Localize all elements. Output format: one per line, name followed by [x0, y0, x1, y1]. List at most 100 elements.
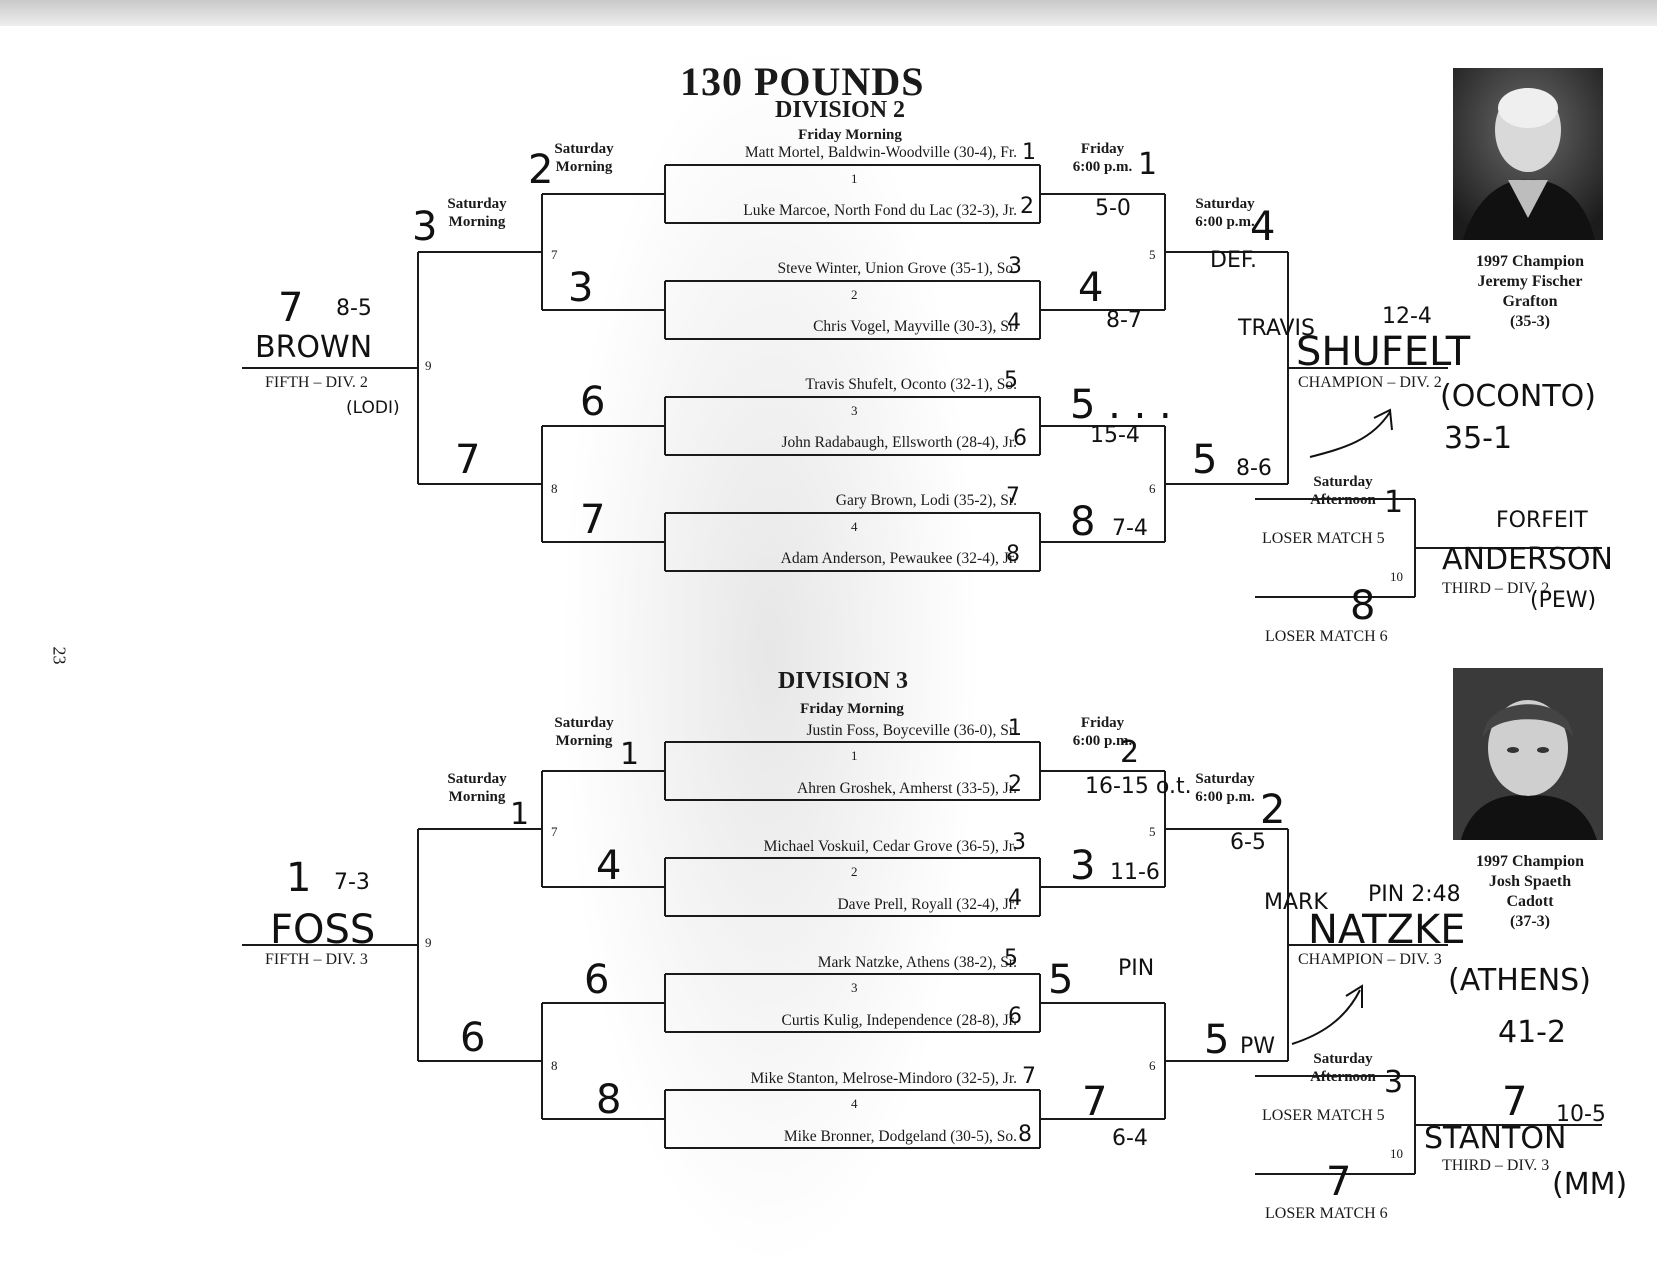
hw-champ-score: PIN 2:48 — [1368, 882, 1461, 907]
loser-match-6-label: LOSER MATCH 6 — [1265, 628, 1388, 645]
hw-champ-name: NATZKE — [1308, 907, 1466, 953]
hw-score: PIN — [1118, 956, 1155, 981]
match-number: 1 — [851, 748, 858, 763]
entrant-3: Michael Voskuil, Cedar Grove (36-5), Jr. — [763, 838, 1017, 855]
hw-sat-aft: 1 — [1384, 485, 1404, 520]
hw-third-result: FORFEIT — [1496, 508, 1588, 533]
hw-semi-score: DEF. — [1210, 248, 1257, 273]
hw-seed: 6 — [1013, 426, 1027, 451]
division-title: DIVISION 2 — [775, 97, 906, 123]
match-number: 5 — [1149, 824, 1156, 839]
entrant-5: Travis Shufelt, Oconto (32-1), So. — [805, 376, 1017, 393]
hw-seed: 3 — [1012, 830, 1026, 855]
hw-winner: 8 — [596, 1077, 622, 1123]
hw-seed: 5 — [1004, 368, 1018, 393]
match-number: 6 — [1149, 1058, 1156, 1073]
hw-winner: 7 — [580, 497, 606, 543]
entrant-7: Gary Brown, Lodi (35-2), Sr. — [835, 492, 1017, 509]
hw-fifth-school: (LODI) — [346, 398, 400, 418]
entrant-1: Justin Foss, Boyceville (36-0), Sr. — [806, 722, 1017, 739]
fifth-place-label: FIFTH – DIV. 2 — [265, 374, 368, 391]
hw-seed: 8 — [1018, 1122, 1032, 1147]
match-number: 7 — [551, 824, 558, 839]
match-number: 3 — [851, 980, 858, 995]
loser-match-6-label: LOSER MATCH 6 — [1265, 1205, 1388, 1222]
hw-third-winner: 7 — [1502, 1079, 1528, 1125]
entrant-5: Mark Natzke, Athens (38-2), Sr. — [817, 954, 1017, 971]
friday-morning-header: Friday Morning — [800, 701, 904, 717]
hw-seed: 2 — [1008, 772, 1022, 797]
third-place-label: THIRD – DIV. 3 — [1442, 1157, 1550, 1174]
match-number: 4 — [851, 1096, 858, 1111]
hw-third-name: STANTON — [1424, 1121, 1567, 1156]
champion-1997-photo — [1453, 68, 1603, 240]
hw-semi-score: 6-5 — [1230, 830, 1266, 855]
champion-1997-caption: 1997 Champion Josh Spaeth Cadott (37-3) — [1475, 853, 1585, 930]
hw-score: 6-4 — [1112, 1126, 1148, 1151]
match-number: 6 — [1149, 481, 1156, 496]
hw-winner: 6 — [460, 1015, 486, 1061]
match-number: 10 — [1390, 569, 1403, 584]
hw-seed: 1 — [1022, 140, 1036, 165]
hw-loser6: 8 — [1350, 583, 1376, 629]
entrant-1: Matt Mortel, Baldwin-Woodville (30-4), F… — [744, 144, 1017, 161]
match-number: 3 — [851, 403, 858, 418]
hw-sat-eve-seed: 2 — [1260, 787, 1286, 833]
hw-winner: 1 — [620, 737, 640, 772]
hw-winner: 2 — [1120, 735, 1140, 770]
hw-winner: 3 — [412, 204, 438, 250]
hw-champ-name: SHUFELT — [1296, 329, 1471, 375]
hw-seed: 8 — [1006, 542, 1020, 567]
hw-champ-first: TRAVIS — [1238, 316, 1315, 341]
hw-semi-score: PW — [1240, 1034, 1276, 1059]
hw-third-score: 10-5 — [1556, 1102, 1606, 1127]
match-number: 1 — [851, 171, 858, 186]
entrant-2: Luke Marcoe, North Fond du Lac (32-3), J… — [743, 202, 1017, 219]
hw-third-school: (MM) — [1552, 1167, 1628, 1202]
hw-sat-eve-seed: 4 — [1250, 204, 1276, 250]
hw-score: 15-4 — [1090, 423, 1140, 448]
hw-fifth-score: 7-3 — [334, 870, 370, 895]
scan-top-edge — [0, 0, 1657, 26]
champion-1997-caption: 1997 Champion Jeremy Fischer Grafton (35… — [1475, 253, 1585, 330]
champion-1997-photo — [1453, 668, 1603, 840]
hw-score: 16-15 o.t. — [1085, 774, 1192, 799]
hw-sat-aft: 3 — [1384, 1065, 1404, 1100]
hw-winner: 6 — [580, 379, 606, 425]
hw-champ-record: 35-1 — [1444, 421, 1513, 456]
hw-third-school: (PEW) — [1530, 588, 1597, 613]
match-number: 10 — [1390, 1146, 1403, 1161]
match-number: 8 — [551, 481, 558, 496]
loser-match-5-label: LOSER MATCH 5 — [1262, 1107, 1385, 1124]
hw-champ-score: 12-4 — [1382, 304, 1432, 329]
hw-winner: 6 — [584, 957, 610, 1003]
page-fold-shadow — [560, 40, 980, 1270]
hw-seed: 6 — [1008, 1004, 1022, 1029]
hw-winner: 1 — [1138, 147, 1158, 182]
hw-third-name: ANDERSON — [1442, 542, 1613, 577]
hw-score: 7-4 — [1112, 516, 1148, 541]
hw-seed: 4 — [1008, 886, 1022, 911]
hw-semi-score: 8-6 — [1236, 456, 1272, 481]
hw-fifth-winner: 1 — [286, 855, 312, 901]
entrant-4: Chris Vogel, Mayville (30-3), Sr. — [813, 318, 1017, 335]
match-number: 9 — [425, 358, 432, 373]
third-place-label: THIRD – DIV. 2 — [1442, 580, 1550, 597]
entrant-3: Steve Winter, Union Grove (35-1), So. — [777, 260, 1017, 277]
hw-loser6: 7 — [1326, 1159, 1352, 1205]
hw-seed: 4 — [1007, 310, 1021, 335]
match-number: 7 — [551, 247, 558, 262]
match-number: 9 — [425, 935, 432, 950]
match-number: 2 — [851, 864, 858, 879]
hw-fifth-score: 8-5 — [336, 296, 372, 321]
hw-winner: 4 — [1078, 265, 1104, 311]
hw-seed: 2 — [1020, 194, 1034, 219]
